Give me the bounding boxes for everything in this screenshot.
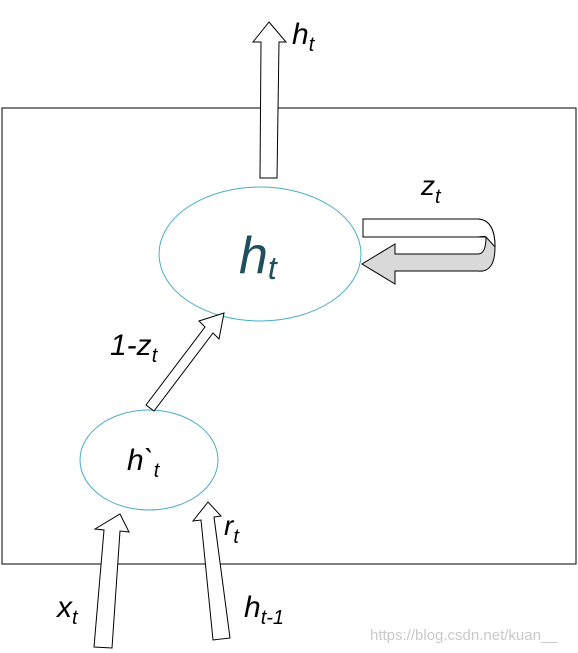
previous-state-label: ht-1	[244, 591, 284, 629]
one-minus-z-label: 1-zt	[110, 329, 159, 367]
self-loop-arrow	[361, 218, 496, 285]
update-gate-label: zt	[420, 170, 442, 208]
input-arrow-x	[93, 513, 130, 649]
input-arrow-hprev	[191, 501, 231, 641]
update-arrow	[145, 312, 225, 412]
candidate-label: h`t	[127, 444, 161, 482]
hidden-state-node	[158, 186, 362, 322]
output-label: ht	[292, 18, 316, 56]
output-arrow	[251, 21, 288, 179]
cell-box	[1, 107, 577, 565]
watermark: https://blog.csdn.net/kuan__	[370, 627, 558, 644]
hidden-state-label: ht	[239, 227, 278, 286]
reset-gate-label: rt	[224, 510, 240, 548]
input-x-label: xt	[55, 591, 79, 629]
candidate-state-node	[79, 409, 219, 511]
